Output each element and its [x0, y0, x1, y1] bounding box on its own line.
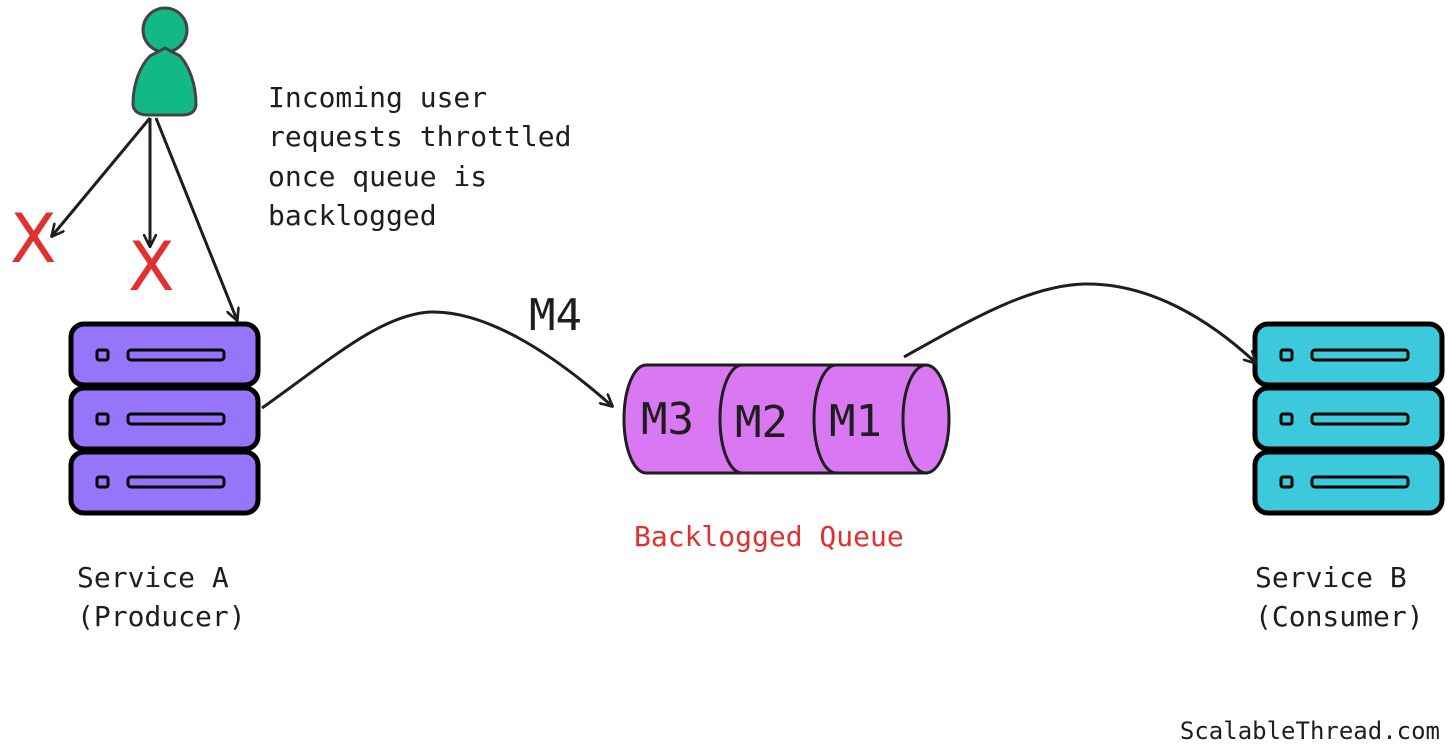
server-unit — [1252, 385, 1445, 452]
queue-message: M3 — [641, 394, 694, 445]
annotation-line-2: requests throttled — [268, 120, 571, 153]
consume-arrow — [903, 282, 1256, 363]
producer-name: Service A — [77, 561, 229, 594]
queue-segment-divider — [812, 363, 837, 475]
server-unit — [1252, 449, 1445, 516]
consumer-role: (Consumer) — [1255, 600, 1424, 633]
annotation-line-1: Incoming user — [268, 81, 487, 114]
user-icon — [131, 6, 198, 117]
queue-cylinder — [622, 363, 951, 475]
rejected-request-arrow-1 — [52, 117, 152, 236]
incoming-message-label: M4 — [529, 290, 582, 341]
produce-arrow — [261, 310, 612, 410]
rejected-x-mark-2: X — [128, 228, 175, 307]
queue-message: M1 — [829, 396, 882, 447]
server-unit — [68, 449, 261, 516]
server-unit — [68, 321, 261, 388]
producer-role: (Producer) — [77, 600, 246, 633]
throttle-annotation: Incoming user requests throttled once qu… — [268, 81, 571, 232]
queue-label: Backlogged Queue — [634, 520, 904, 553]
queue-message: M2 — [735, 397, 788, 448]
producer-server-icon — [68, 321, 261, 516]
server-unit — [68, 385, 261, 452]
server-unit — [1252, 321, 1445, 388]
user-request-arrows — [52, 117, 237, 320]
consumer-server-icon — [1252, 321, 1445, 516]
accepted-request-arrow — [154, 117, 237, 320]
annotation-line-3: once queue is — [268, 160, 487, 193]
consumer-name: Service B — [1255, 561, 1407, 594]
queue-cylinder-end — [901, 363, 951, 475]
rejected-x-mark-1: X — [10, 200, 57, 279]
site-credit: ScalableThread.com — [1180, 717, 1440, 745]
queue-segment-divider — [718, 363, 743, 475]
annotation-line-4: backlogged — [268, 199, 437, 232]
